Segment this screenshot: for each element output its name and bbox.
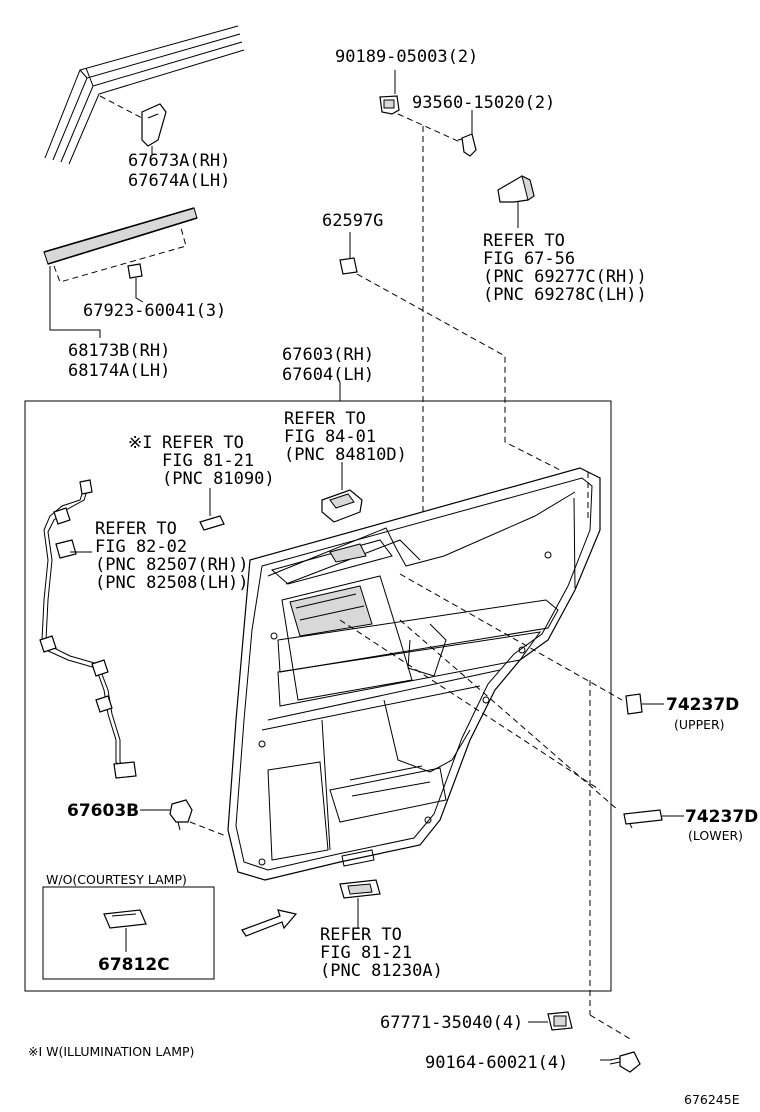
clip-67603b-part xyxy=(169,799,193,831)
label-67604: 67604(LH) xyxy=(282,365,374,385)
illumination-lamp-part xyxy=(199,515,225,531)
ref-8202-line4: (PNC 82508(LH)) xyxy=(95,573,249,593)
label-wo-courtesy-lamp: W/O(COURTESY LAMP) xyxy=(46,872,187,887)
ref-8202-line2: FIG 82-02 xyxy=(95,537,187,557)
label-62597g: 62597G xyxy=(322,211,383,231)
clip-74237d-upper-part xyxy=(625,693,643,715)
ref-8121a-line2: FIG 81-21 xyxy=(162,451,254,471)
label-lower: (LOWER) xyxy=(688,828,743,843)
handle-cover-part xyxy=(497,175,535,203)
label-67673a: 67673A(RH) xyxy=(128,151,230,171)
weatherstrip-part xyxy=(43,207,198,265)
clip-67673a-part xyxy=(141,103,167,147)
door-trim-assembly-box xyxy=(24,400,612,992)
direction-arrow xyxy=(241,909,298,937)
clip-67771-part xyxy=(547,1011,573,1031)
ref-8401-line2: FIG 84-01 xyxy=(284,427,376,447)
pad-67812c-part xyxy=(103,909,147,929)
ref-8202-line1: REFER TO xyxy=(95,519,177,539)
courtesy-lamp-part xyxy=(339,879,381,899)
footnote: ※I W(ILLUMINATION LAMP) xyxy=(28,1044,194,1059)
label-68174a: 68174A(LH) xyxy=(68,361,170,381)
ref-8121a-line1: REFER TO xyxy=(162,433,244,453)
clip-90189-part xyxy=(379,95,400,115)
label-67923: 67923-60041(3) xyxy=(83,301,226,321)
label-67603: 67603(RH) xyxy=(282,345,374,365)
label-90164: 90164-60021(4) xyxy=(425,1053,568,1073)
ref-6756-line4: (PNC 69278C(LH)) xyxy=(483,285,647,305)
ref-8202-line3: (PNC 82507(RH)) xyxy=(95,555,249,575)
ref-8121a-line3: (PNC 81090) xyxy=(162,469,275,489)
label-67812c: 67812C xyxy=(98,955,170,975)
label-90189: 90189-05003(2) xyxy=(335,47,478,67)
label-68173b: 68173B(RH) xyxy=(68,341,170,361)
label-67674a: 67674A(LH) xyxy=(128,171,230,191)
ref-8121b-line1: REFER TO xyxy=(320,925,402,945)
ref-6756-line3: (PNC 69277C(RH)) xyxy=(483,267,647,287)
drawing-number: 676245E xyxy=(684,1092,740,1107)
screw-93560-part xyxy=(457,133,477,157)
label-upper: (UPPER) xyxy=(674,717,725,732)
ref-8401-line3: (PNC 84810D) xyxy=(284,445,407,465)
ref-8401-line1: REFER TO xyxy=(284,409,366,429)
clip-62597g-part xyxy=(339,257,358,275)
wire-harness-part xyxy=(39,479,137,779)
window-frame-drawing xyxy=(44,25,245,165)
label-74237d-lower: 74237D xyxy=(685,807,758,827)
courtesy-lamp-box xyxy=(42,886,215,980)
door-trim-panel-drawing xyxy=(227,467,601,881)
ref-6756-line2: FIG 67-56 xyxy=(483,249,575,269)
screw-90164-part xyxy=(609,1051,641,1073)
ref-8121b-line2: FIG 81-21 xyxy=(320,943,412,963)
clip-74237d-lower-part xyxy=(623,809,663,829)
clip-67923-part xyxy=(127,263,143,279)
label-93560: 93560-15020(2) xyxy=(412,93,555,113)
label-67771: 67771-35040(4) xyxy=(380,1013,523,1033)
ref-6756-line1: REFER TO xyxy=(483,231,565,251)
ref-8121a-mark: ※I xyxy=(128,433,152,453)
label-67603b: 67603B xyxy=(67,801,139,821)
ref-8121b-line3: (PNC 81230A) xyxy=(320,961,443,981)
label-74237d-upper: 74237D xyxy=(666,695,739,715)
window-switch-part xyxy=(321,489,363,523)
